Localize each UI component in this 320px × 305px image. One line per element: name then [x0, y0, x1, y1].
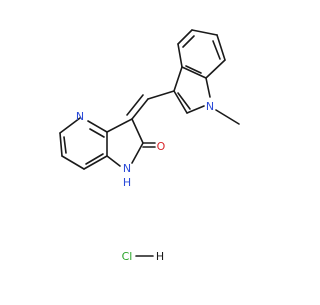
bond — [182, 35, 195, 48]
lactam-ring — [106, 118, 156, 167]
bond — [89, 128, 105, 138]
bond — [87, 120, 108, 133]
hcl-h-label: H — [156, 250, 164, 263]
bond — [185, 65, 202, 74]
molecule-diagram: N N H O N Cl H — [59, 29, 240, 263]
bond — [181, 66, 207, 79]
indole-benzene-ring — [177, 29, 226, 79]
bond — [63, 136, 67, 154]
bond — [212, 40, 221, 60]
bond — [216, 34, 226, 61]
bond — [205, 77, 211, 98]
bond — [147, 90, 175, 100]
bond — [131, 118, 144, 144]
bond — [173, 90, 188, 114]
bond — [59, 117, 81, 134]
methylidene-linker — [126, 90, 175, 120]
bond — [177, 92, 191, 110]
bond — [85, 153, 104, 165]
bond — [106, 118, 133, 133]
bond — [173, 66, 183, 92]
indole-n-label: N — [206, 100, 214, 113]
lactam-n-label: N — [123, 162, 131, 175]
indole-pyrrole-ring — [173, 66, 211, 114]
bond — [59, 132, 63, 157]
pyridine-n-label: N — [76, 110, 84, 123]
bond — [61, 155, 85, 170]
n-methyl-bond — [215, 109, 240, 125]
bond — [106, 155, 121, 167]
structure-canvas: N N H O N Cl H — [59, 29, 240, 263]
bond — [131, 142, 144, 164]
bond — [205, 59, 226, 79]
bond — [131, 98, 149, 120]
bond — [186, 105, 205, 114]
bond — [191, 29, 218, 36]
hcl-cl-label: Cl — [122, 250, 133, 263]
bond — [83, 155, 108, 170]
bond — [177, 29, 193, 45]
bond — [126, 94, 144, 116]
carbonyl-o-label: O — [157, 140, 166, 153]
bond — [177, 43, 183, 68]
pyridine-ring — [59, 117, 108, 170]
lactam-h-label: H — [123, 176, 131, 189]
